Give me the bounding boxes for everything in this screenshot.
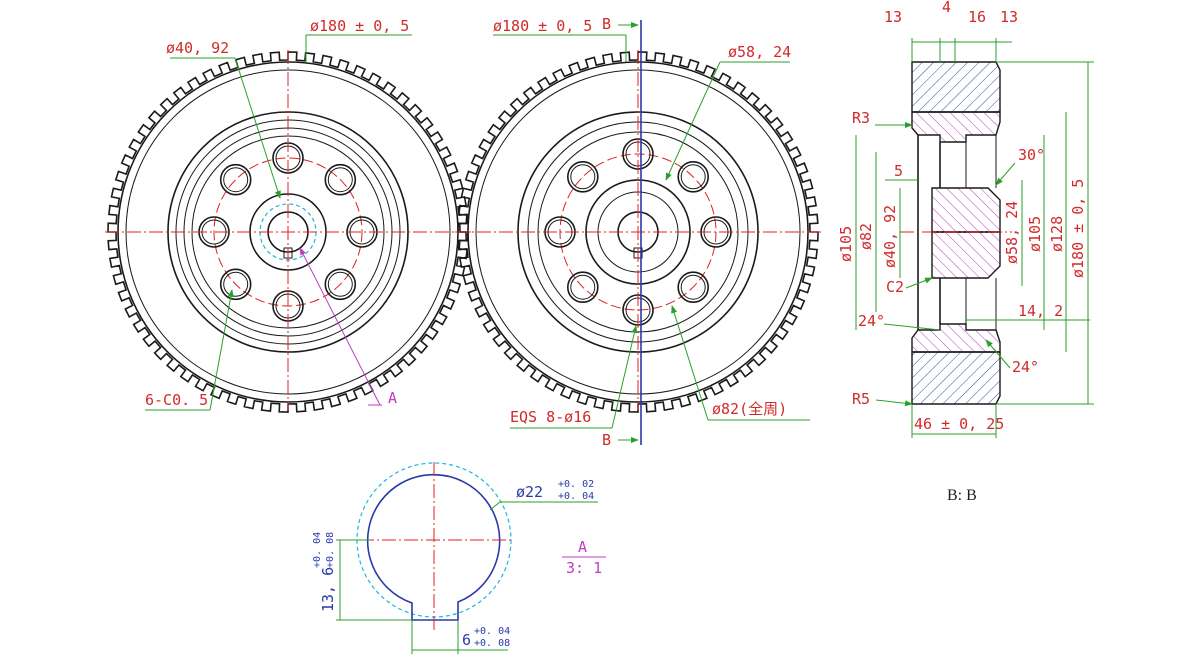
section-view: 13 4 16 13 R3 5 ø105 ø82 ø40, 92 C2 24° … bbox=[837, 0, 1094, 504]
section-angle-24-left-line bbox=[883, 323, 941, 331]
detail-bore-leader bbox=[489, 501, 501, 511]
bolt-hole-chamfer bbox=[680, 164, 706, 190]
rear-hub-leader bbox=[665, 61, 721, 181]
detail-bore-main: ø22 bbox=[516, 483, 543, 501]
section-dim-5: 5 bbox=[894, 162, 903, 180]
section-label-bottom: B bbox=[602, 431, 611, 449]
section-tire-top bbox=[911, 61, 1001, 113]
section-tire-bottom bbox=[911, 351, 1001, 405]
detail-bore-profile bbox=[366, 473, 501, 621]
rear-holes-leader bbox=[611, 325, 638, 429]
section-r5: R5 bbox=[852, 390, 870, 408]
section-dim-13b: 13 bbox=[1000, 8, 1018, 26]
section-width: 46 ± 0, 25 bbox=[914, 415, 1004, 433]
rear-pcd-label: ø82(全周) bbox=[712, 400, 787, 418]
section-d128: ø128 bbox=[1048, 216, 1066, 252]
rear-pcd-leader bbox=[671, 305, 709, 421]
section-d40: ø40, 92 bbox=[881, 205, 899, 268]
bolt-hole-chamfer bbox=[327, 167, 353, 193]
bolt-hole-chamfer bbox=[223, 271, 249, 297]
detail-scale-ratio: 3: 1 bbox=[566, 559, 602, 577]
detail-view-a: ø22 +0. 02 +0. 04 13, 6 +0. 04 +0. 08 6 … bbox=[312, 462, 606, 654]
detail-width-lower: +0. 08 bbox=[474, 638, 510, 649]
bolt-hole bbox=[566, 161, 599, 193]
section-angle-30: 30° bbox=[1018, 146, 1045, 164]
bolt-hole-chamfer bbox=[327, 271, 353, 297]
section-rim-bottom bbox=[911, 323, 1001, 353]
section-d180: ø180 ± 0, 5 bbox=[1069, 179, 1087, 278]
section-label-top: B bbox=[602, 15, 611, 33]
front-bore-label: ø40, 92 bbox=[166, 39, 229, 57]
detail-bore-tol-lower: +0. 04 bbox=[558, 491, 594, 502]
front-chamfer-label: 6-C0. 5 bbox=[145, 391, 208, 409]
bolt-hole bbox=[219, 268, 252, 301]
bolt-hole bbox=[324, 163, 357, 196]
bolt-hole bbox=[566, 271, 599, 304]
section-dim-13a: 13 bbox=[884, 8, 902, 26]
bolt-hole-chamfer bbox=[223, 167, 249, 193]
bolt-hole bbox=[677, 271, 710, 304]
front-od-label: ø180 ± 0, 5 bbox=[310, 17, 409, 35]
detail-scale-name: A bbox=[578, 538, 587, 556]
detail-depth-lower: +0. 08 bbox=[325, 532, 336, 568]
section-hub-bottom bbox=[931, 231, 1001, 279]
rear-holes-label: EQS 8-ø16 bbox=[510, 408, 591, 426]
section-d105-left: ø105 bbox=[837, 226, 855, 262]
bolt-hole bbox=[219, 163, 252, 196]
detail-a-leader bbox=[299, 247, 381, 406]
detail-width-main: 6 bbox=[462, 631, 471, 649]
detail-bore-tol-upper: +0. 02 bbox=[558, 479, 594, 490]
rear-view: B B ø180 ± 0, 5 ø58, 24 EQS 8-ø16 ø82(全周… bbox=[455, 15, 821, 449]
section-d58: ø58, 24 bbox=[1003, 201, 1021, 264]
front-chamfer-leader bbox=[209, 289, 234, 411]
detail-depth-upper: +0. 04 bbox=[312, 532, 323, 568]
detail-width-upper: +0. 04 bbox=[474, 626, 510, 637]
detail-depth-main: 13, 6 bbox=[319, 567, 337, 612]
section-title: B: B bbox=[947, 487, 977, 504]
bolt-hole-chamfer bbox=[680, 274, 706, 300]
section-dim-16: 16 bbox=[968, 8, 986, 26]
front-view: ø180 ± 0, 5 ø40, 92 6-C0. 5 A bbox=[105, 17, 471, 413]
section-dim-4: 4 bbox=[942, 0, 951, 16]
section-angle-24-left: 24° bbox=[858, 312, 885, 330]
bolt-hole bbox=[677, 161, 710, 193]
bolt-hole-chamfer bbox=[570, 274, 596, 300]
section-hub-top bbox=[931, 187, 1001, 233]
section-w142: 14, 2 bbox=[1018, 302, 1063, 320]
section-r5-leader bbox=[875, 399, 913, 407]
rear-hub-label: ø58, 24 bbox=[728, 43, 791, 61]
rear-od-label: ø180 ± 0, 5 bbox=[493, 17, 592, 35]
bolt-hole bbox=[324, 268, 357, 301]
section-rim-top bbox=[911, 111, 1001, 143]
section-d82: ø82 bbox=[857, 223, 875, 250]
section-c2-leader bbox=[905, 277, 933, 289]
section-c2: C2 bbox=[886, 278, 904, 296]
section-angle-24-right-leader bbox=[985, 339, 1011, 369]
section-d105-right: ø105 bbox=[1026, 216, 1044, 252]
bolt-hole-chamfer bbox=[570, 164, 596, 190]
section-angle-30-leader bbox=[995, 162, 1016, 186]
front-bore-leader bbox=[234, 57, 281, 199]
section-angle-24-right: 24° bbox=[1012, 358, 1039, 376]
detail-a-tag: A bbox=[388, 389, 397, 407]
section-r3: R3 bbox=[852, 109, 870, 127]
